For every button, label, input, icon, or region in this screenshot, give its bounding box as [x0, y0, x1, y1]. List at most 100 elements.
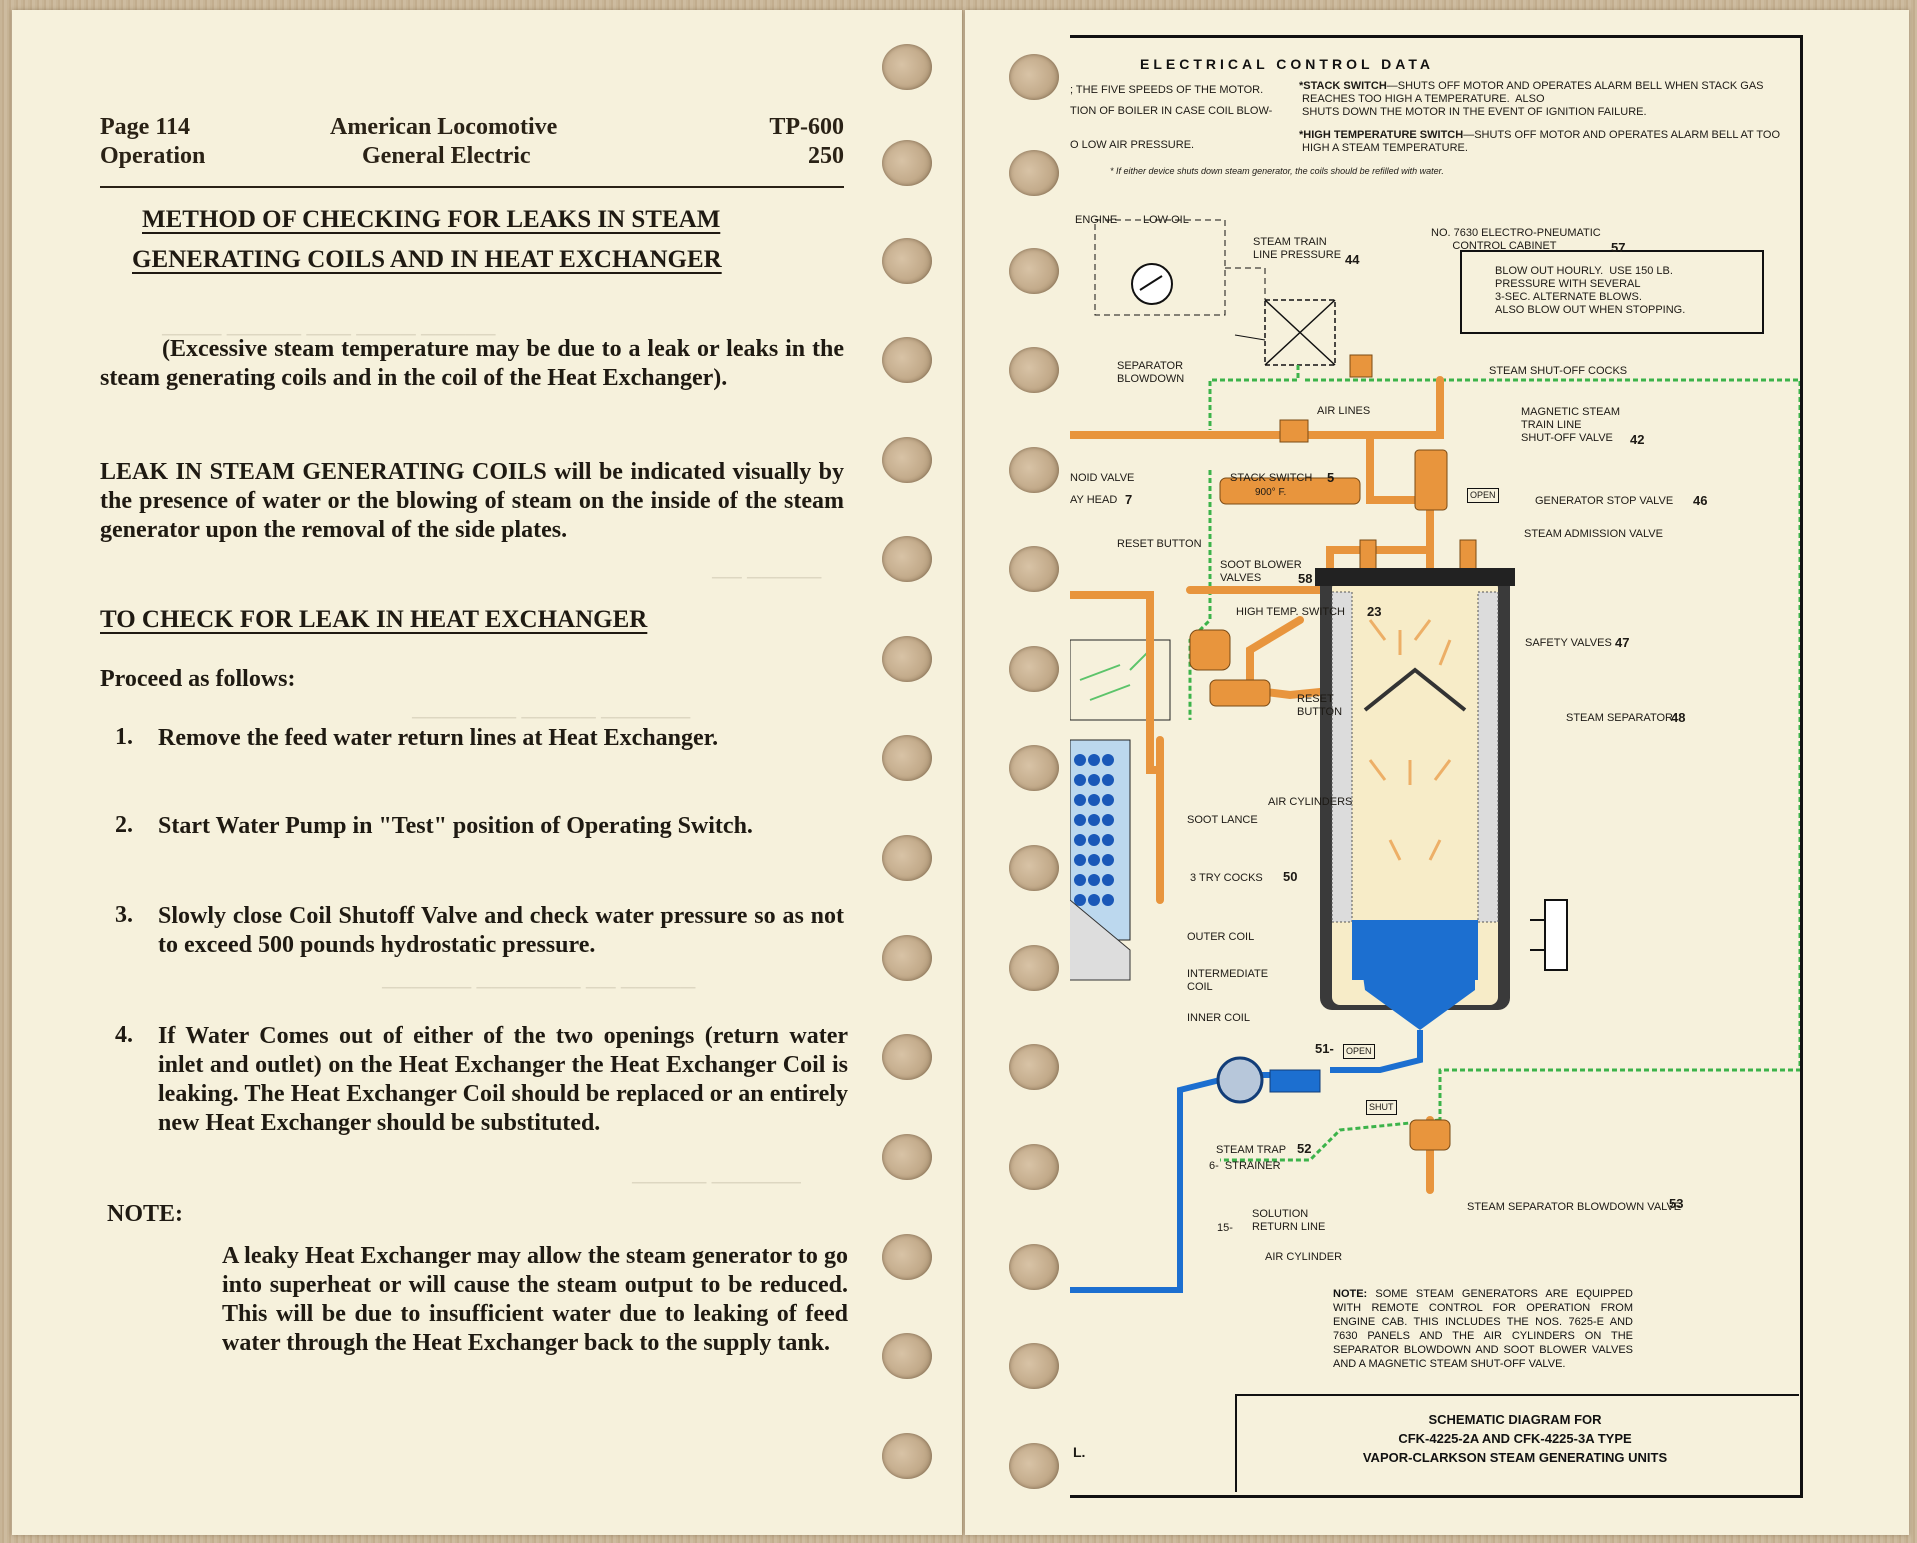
- label-try-cocks: 3 TRY COCKS: [1190, 872, 1263, 884]
- label-cabinet: NO. 7630 ELECTRO-PNEUMATIC CONTROL CABIN…: [1431, 227, 1601, 252]
- steam-generator-vessel: [1315, 568, 1515, 1030]
- leak-heading: LEAK IN STEAM GENERATING COILS: [100, 459, 547, 485]
- label-steam-separator: STEAM SEPARATOR: [1566, 712, 1673, 724]
- heat-exchanger-edge: [1070, 639, 1171, 981]
- intro-paragraph: (Excessive steam temperature may be due …: [100, 336, 844, 391]
- binder-hole: [1009, 646, 1059, 692]
- header-company-2: General Electric: [362, 143, 531, 169]
- label-steam-trap: STEAM TRAP: [1216, 1144, 1287, 1156]
- header-code-2: 250: [808, 143, 844, 169]
- label-5: 5: [1327, 470, 1335, 485]
- label-44: 44: [1345, 252, 1360, 267]
- label-50: 50: [1283, 869, 1298, 884]
- label-51: 51-: [1315, 1041, 1334, 1056]
- title-block: [1235, 1394, 1799, 1492]
- binder-hole: [882, 935, 932, 981]
- binder-hole: [1009, 745, 1059, 791]
- label-47: 47: [1615, 635, 1630, 650]
- step-4-number: 4.: [115, 1022, 133, 1048]
- blowout-note-box: [1460, 250, 1764, 334]
- binder-hole: [1009, 1443, 1059, 1489]
- binder-hole: [1009, 447, 1059, 493]
- stack-switch-head: *STACK SWITCH: [1299, 80, 1387, 92]
- check-heading: TO CHECK FOR LEAK IN HEAT EXCHANGER: [100, 606, 648, 633]
- label-7: 7: [1125, 492, 1133, 507]
- binder-hole: [882, 636, 932, 682]
- label-generator-stop-valve: GENERATOR STOP VALVE: [1535, 495, 1674, 507]
- proceed-text: Proceed as follows:: [100, 666, 296, 692]
- page-title-line1: METHOD OF CHECKING FOR LEAKS IN STEAM: [142, 206, 721, 233]
- schematic-note-head: NOTE:: [1333, 1288, 1368, 1300]
- label-safety-valves: SAFETY VALVES: [1525, 637, 1612, 649]
- binder-hole: [882, 1433, 932, 1479]
- label-strainer: 6- STRAINER: [1209, 1160, 1281, 1172]
- label-52: 52: [1297, 1141, 1312, 1156]
- control-cabinet: [1094, 219, 1336, 366]
- step-2-text: Start Water Pump in "Test" position of O…: [158, 813, 753, 839]
- diagram-frame: [1070, 35, 1803, 1498]
- label-engine: ENGINE: [1075, 214, 1118, 226]
- binder-hole: [1009, 54, 1059, 100]
- binder-hole: [882, 835, 932, 881]
- blowout-note: BLOW OUT HOURLY. USE 150 LB. PRESSURE WI…: [1495, 265, 1686, 316]
- label-low-oil: LOW OIL: [1143, 214, 1189, 226]
- label-53: 53: [1669, 1196, 1684, 1211]
- note-label: NOTE:: [107, 1201, 184, 1227]
- ecd-left-3: O LOW AIR PRESSURE.: [1070, 139, 1195, 151]
- page-title-line2: GENERATING COILS AND IN HEAT EXCHANGER: [132, 246, 722, 273]
- leak-text: will be indicated visually by the presen…: [100, 459, 844, 543]
- step-2-number: 2.: [115, 812, 133, 838]
- header-section: Operation: [100, 143, 206, 169]
- schematic-note-body: SOME STEAM GENERATORS ARE EQUIPPED WITH …: [1333, 1288, 1633, 1370]
- bleed-through-text: ── ─────: [712, 565, 822, 589]
- header-code-1: TP-600: [769, 114, 844, 140]
- label-air-cylinders: AIR CYLINDERS: [1268, 796, 1353, 808]
- binder-hole: [1009, 1044, 1059, 1090]
- ecd-footnote: * If either device shuts down steam gene…: [1110, 166, 1444, 176]
- stack-switch-text: —SHUTS OFF MOTOR AND OPERATES ALARM BELL…: [1302, 80, 1764, 118]
- shut-tag: SHUT: [1366, 1100, 1397, 1115]
- binder-hole: [882, 437, 932, 483]
- label-42: 42: [1630, 432, 1645, 447]
- label-steam-admission-valve: STEAM ADMISSION VALVE: [1524, 528, 1663, 540]
- ecd-title: ELECTRICAL CONTROL DATA: [1140, 56, 1434, 72]
- label-stack-switch: STACK SWITCH: [1230, 472, 1313, 484]
- label-steam-shutoff-cocks: STEAM SHUT-OFF COCKS: [1489, 365, 1628, 377]
- label-900f: 900° F.: [1255, 487, 1287, 498]
- label-high-temp-switch: HIGH TEMP. SWITCH: [1236, 606, 1345, 618]
- gauge-glass: [1530, 899, 1568, 971]
- step-3-text: Slowly close Coil Shutoff Valve and chec…: [158, 903, 844, 958]
- header-page: Page 114: [100, 114, 190, 140]
- step-1-text: Remove the feed water return lines at He…: [158, 725, 719, 751]
- binder-hole: [882, 337, 932, 383]
- label-46: 46: [1693, 493, 1708, 508]
- label-58: 58: [1298, 571, 1313, 586]
- label-air-lines: AIR LINES: [1317, 405, 1371, 417]
- label-outer-coil: OUTER COIL: [1187, 931, 1255, 943]
- note-text: A leaky Heat Exchanger may allow the ste…: [222, 1243, 848, 1356]
- binder-hole: [1009, 248, 1059, 294]
- high-temp-desc: *HIGH TEMPERATURE SWITCH—SHUTS OFF MOTOR…: [1299, 129, 1780, 155]
- step-1-number: 1.: [115, 724, 133, 750]
- label-solution-return-line: SOLUTION RETURN LINE: [1252, 1208, 1326, 1233]
- label-reset-button-2: RESET BUTTON: [1297, 693, 1343, 718]
- binder-hole: [882, 1333, 932, 1379]
- binder-hole: [882, 536, 932, 582]
- label-soot-lance: SOOT LANCE: [1187, 814, 1258, 826]
- stack-switch-desc: *STACK SWITCH—SHUTS OFF MOTOR AND OPERAT…: [1299, 80, 1764, 119]
- left-page: ──── ───── ─── ──── ───── ── ───── ─────…: [12, 10, 962, 1535]
- binder-hole: [882, 238, 932, 284]
- label-15: 15-: [1217, 1222, 1233, 1234]
- binder-hole: [882, 1134, 932, 1180]
- high-temp-head: *HIGH TEMPERATURE SWITCH: [1299, 129, 1464, 141]
- binder-hole: [882, 1234, 932, 1280]
- binder-hole: [1009, 1144, 1059, 1190]
- binder-hole: [1009, 546, 1059, 592]
- ecd-left-1: ; THE FIVE SPEEDS OF THE MOTOR.: [1070, 84, 1264, 96]
- binder-hole: [882, 735, 932, 781]
- label-ay-head: AY HEAD: [1070, 494, 1118, 506]
- label-steam-train: STEAM TRAIN LINE PRESSURE: [1253, 236, 1342, 261]
- schematic-title: SCHEMATIC DIAGRAM FOR CFK-4225-2A AND CF…: [1362, 1412, 1668, 1465]
- corner-fragment: L.: [1073, 1444, 1086, 1460]
- binder-hole: [1009, 1244, 1059, 1290]
